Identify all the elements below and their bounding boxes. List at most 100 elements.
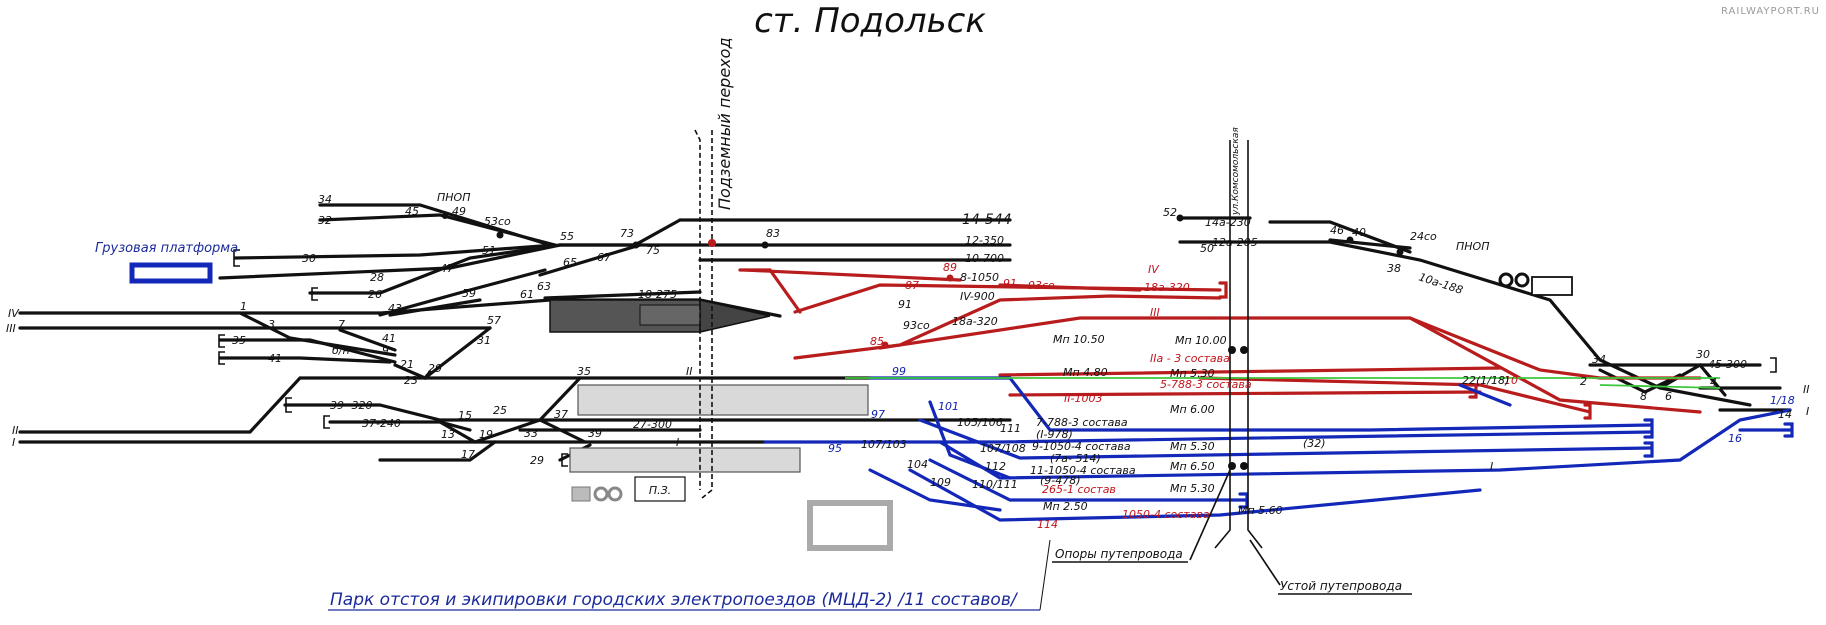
label-7-788: 7-788-3 состава: [1036, 416, 1128, 429]
track-1-3: [238, 311, 397, 357]
switch-93co2: 93со: [903, 319, 930, 332]
switch-103: 107/103: [861, 438, 907, 451]
blue-track-9-1050: [918, 418, 1652, 460]
switch-18: 1/18: [1770, 394, 1795, 407]
main-track-II-label: II: [12, 424, 19, 437]
switch-34r: 34: [1592, 353, 1606, 366]
switch-29: 29: [428, 362, 442, 375]
platform-lower: [569, 447, 801, 473]
label-7a: (7а- 514): [1050, 452, 1101, 465]
signal-m530a: Мп 5.30: [1170, 367, 1215, 380]
label-265: 265-1 состав: [1042, 483, 1116, 496]
switch-22: 22(1/18): [1462, 374, 1509, 387]
label-39-320: 39 -320: [330, 399, 372, 412]
switch-21: 21: [400, 358, 414, 371]
note-supports: Опоры путепровода: [1055, 547, 1183, 561]
track-26: [308, 243, 562, 295]
switch-55: 55: [560, 230, 574, 243]
switch-31: 31: [477, 334, 491, 347]
switch-15: 15: [458, 409, 472, 422]
signal-73: [632, 241, 640, 249]
signals: [442, 213, 1404, 349]
switch-7: 7: [338, 318, 345, 331]
signal-m600: Мп 6.00: [1170, 403, 1215, 416]
switch-6: 6: [1665, 390, 1672, 403]
right-building: [1531, 276, 1573, 296]
red-track-III: [793, 294, 1222, 360]
track-ladder-29-31: [423, 326, 492, 380]
signal-83: [761, 241, 769, 249]
switch-41: 41: [268, 352, 282, 365]
building-pz-label: П.З.: [649, 484, 671, 497]
signal-m480: Мп 4.80: [1063, 366, 1108, 379]
signal-52: [1176, 214, 1184, 222]
switch-39: 39: [588, 427, 602, 440]
contact-line-right: [1599, 384, 1721, 389]
blue-buffer-3: [1238, 492, 1249, 509]
label-IIa: IIа - 3 состава: [1150, 352, 1230, 365]
switch-33: 33: [524, 427, 538, 440]
track-28: [218, 243, 562, 280]
blue-track-1050-4: [908, 468, 1482, 522]
switch-45: 45: [405, 205, 419, 218]
red-buffer-1: [1218, 281, 1228, 299]
switch-91b: 91: [1003, 277, 1017, 290]
label-12a-205: 12а-205: [1212, 236, 1258, 249]
blue-track-101-ladder: [928, 400, 1012, 480]
signal-m1000: Мп 10.00: [1175, 334, 1227, 347]
track-II-platform-label: II: [686, 365, 693, 378]
switch-35b: 35: [577, 365, 591, 378]
label-18-275: 18-275: [638, 288, 677, 301]
track-41: [218, 356, 392, 364]
switch-75: 75: [646, 244, 660, 257]
switch-93co: 93со: [1028, 279, 1055, 292]
track-39-320: [283, 403, 1012, 422]
switch-57: 57: [487, 314, 501, 327]
main-track-III-label: III: [6, 322, 16, 335]
buffer-stop-41: [218, 351, 225, 365]
switch-59: 59: [462, 287, 476, 300]
switch-26: 26: [368, 288, 382, 301]
buffer-stop-37: [323, 415, 330, 429]
label-II-1003: II-1003: [1064, 392, 1102, 405]
buffer-stop-35: [218, 334, 225, 348]
pnop-right: ПНОП: [1456, 240, 1489, 253]
switch-104: 104: [907, 458, 928, 471]
switch-40: 40: [1352, 226, 1366, 239]
blue-track-1-978: [763, 430, 1652, 444]
labels: Грузовая платформа ПНОП ПНОП IV III II I…: [6, 191, 1810, 611]
signal-85: [881, 341, 889, 349]
switch-23: 23: [404, 374, 418, 387]
switch-34: 34: [318, 193, 332, 206]
switch-49: 49: [452, 205, 466, 218]
switch-101: 101: [938, 400, 959, 413]
small-building: [571, 486, 591, 502]
red-track-8-1050: [743, 268, 962, 282]
switch-51: 51: [482, 244, 496, 257]
switch-14: 14: [1778, 408, 1792, 421]
small-tank-2: [607, 486, 623, 502]
blue-buffer-4: [1783, 422, 1794, 438]
watermark: RAILWAYPORT.RU: [1721, 6, 1820, 17]
red-track-II-1003: [1008, 390, 1482, 397]
label-IV-900: IV-900: [960, 290, 995, 303]
large-building: [807, 500, 893, 551]
switch-110: 110/111: [972, 478, 1018, 491]
main-track-IV-label: IV: [8, 307, 20, 320]
switch-8: 8: [1640, 390, 1647, 403]
platform-middle: [577, 384, 869, 416]
track-ladder-37-39: [538, 418, 587, 444]
label-18a-320: 18а-320: [1144, 281, 1190, 294]
switch-91: 91: [898, 298, 912, 311]
switch-47: 47: [440, 262, 454, 275]
existing-tracks: [18, 203, 1792, 467]
label-14-544: 14-544: [962, 212, 1012, 228]
switch-16: 16: [1728, 432, 1742, 445]
overpass-support-3: [1228, 462, 1236, 470]
switch-97: 97: [871, 408, 885, 421]
street-label: ул.Комсомольская: [1231, 127, 1241, 216]
switch-67: 67: [597, 251, 611, 264]
label-5-788: 5-788-3 состава: [1160, 378, 1252, 391]
switch-35: 35: [232, 334, 246, 347]
label-12-350: 12-350: [965, 234, 1004, 247]
